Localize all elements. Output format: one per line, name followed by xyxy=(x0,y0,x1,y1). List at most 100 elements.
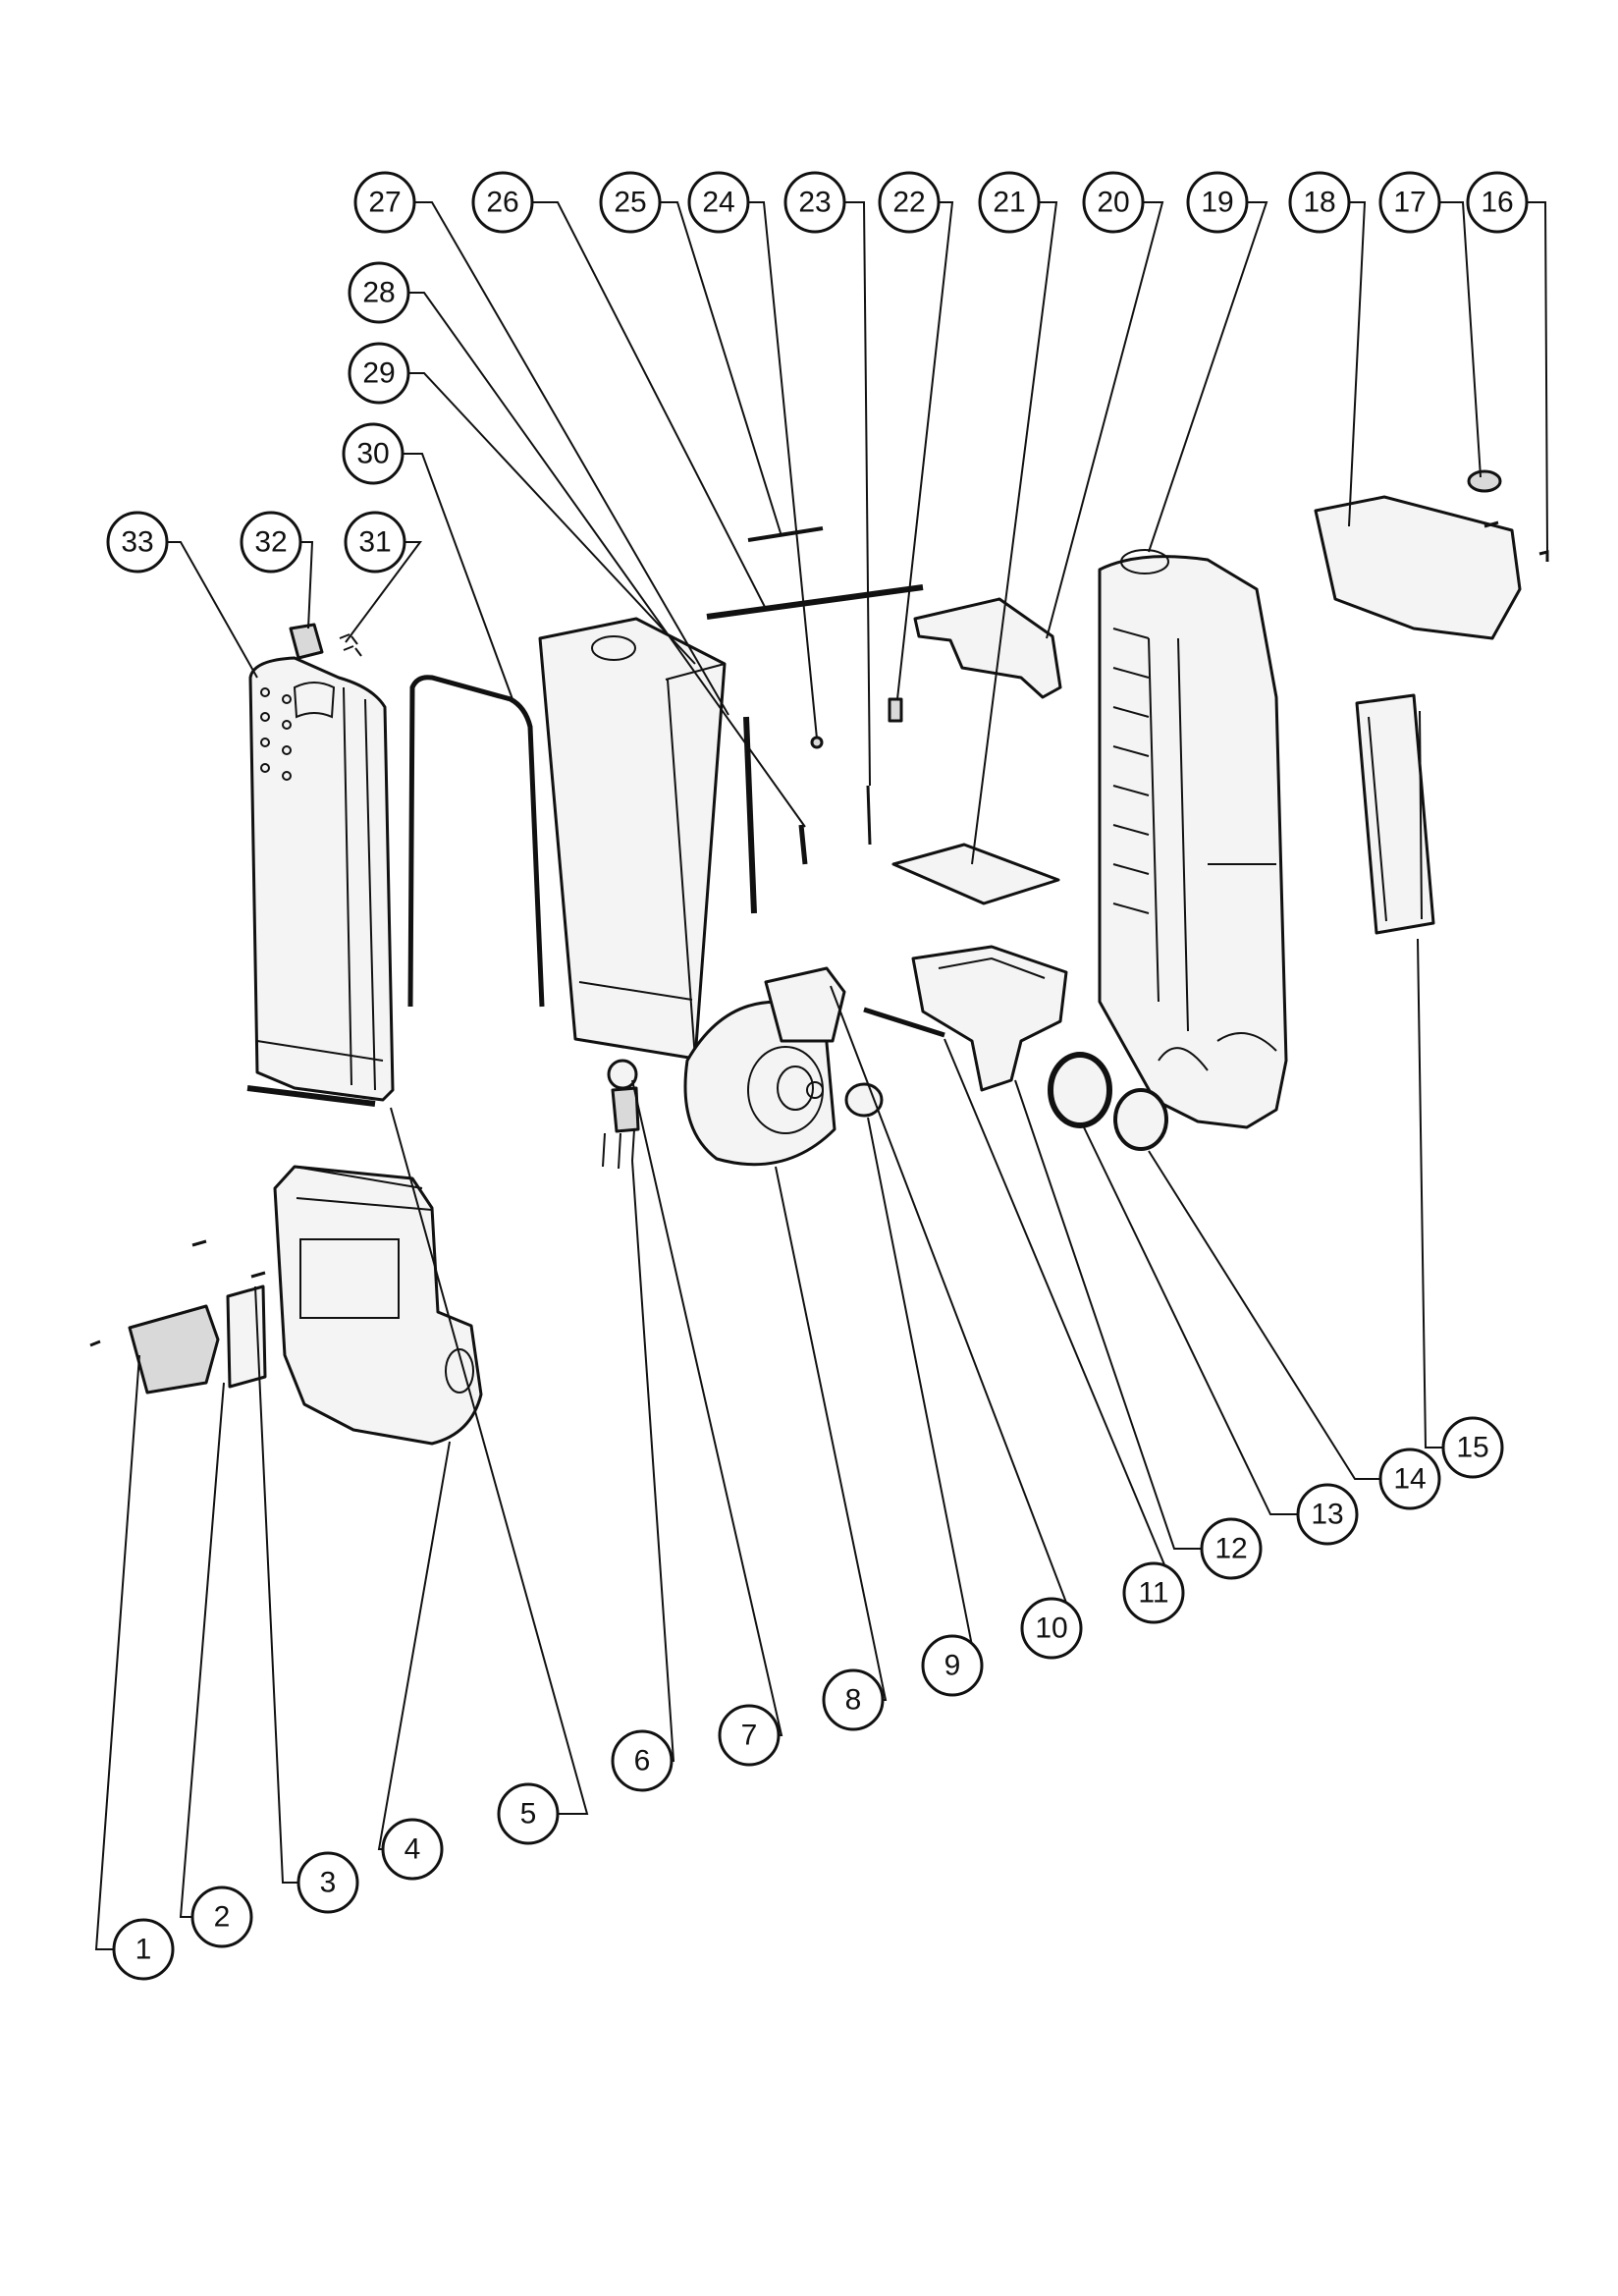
callout-label-8: 8 xyxy=(845,1684,862,1717)
callout-label-5: 5 xyxy=(520,1798,537,1831)
switch-body xyxy=(611,1086,640,1133)
callout-13: 13 xyxy=(1296,1483,1359,1546)
screw-1 xyxy=(89,1339,101,1347)
callout-label-21: 21 xyxy=(993,187,1025,219)
callout-label-28: 28 xyxy=(362,277,395,309)
callout-21: 21 xyxy=(978,171,1041,234)
top-handle xyxy=(1314,495,1522,640)
callout-7: 7 xyxy=(718,1704,781,1767)
callout-19: 19 xyxy=(1186,171,1249,234)
callout-label-3: 3 xyxy=(320,1867,337,1899)
filter-bag xyxy=(538,617,727,1061)
callout-6: 6 xyxy=(611,1729,674,1792)
callout-22: 22 xyxy=(878,171,941,234)
callout-2: 2 xyxy=(190,1886,253,1948)
callout-balloons: 1 2 3 4 5 6 7 8 9 10 11 12 13 14 15 16 1… xyxy=(106,171,1529,1981)
leader-25 xyxy=(660,201,782,537)
callout-11: 11 xyxy=(1122,1561,1185,1624)
callout-8: 8 xyxy=(822,1668,885,1731)
callout-label-23: 23 xyxy=(798,187,831,219)
callout-18: 18 xyxy=(1288,171,1351,234)
support-rod xyxy=(743,716,757,914)
motor-assembly xyxy=(683,966,846,1167)
leader-23 xyxy=(844,201,871,787)
leader-2 xyxy=(179,1382,225,1918)
callout-27: 27 xyxy=(353,171,416,234)
callout-label-12: 12 xyxy=(1214,1533,1247,1565)
leader-26 xyxy=(532,201,767,610)
leader-30 xyxy=(403,453,513,700)
callout-3: 3 xyxy=(297,1851,359,1914)
callout-30: 30 xyxy=(342,422,404,485)
leader-24 xyxy=(748,201,818,739)
leader-6 xyxy=(613,1160,675,1762)
front-cover-panel xyxy=(248,656,395,1102)
callout-26: 26 xyxy=(471,171,534,234)
nozzle xyxy=(128,1304,220,1394)
callout-label-17: 17 xyxy=(1393,187,1426,219)
callout-14: 14 xyxy=(1378,1448,1441,1510)
screw-16 xyxy=(1538,550,1549,562)
callout-label-20: 20 xyxy=(1097,187,1129,219)
callout-label-27: 27 xyxy=(368,187,401,219)
seal-ring-14 xyxy=(1113,1088,1168,1151)
leader-4 xyxy=(377,1441,451,1850)
upper-rod xyxy=(747,526,824,542)
small-nut xyxy=(810,736,824,749)
main-body-housing xyxy=(1098,549,1288,1129)
side-filter xyxy=(1355,693,1435,935)
callout-label-31: 31 xyxy=(358,526,391,559)
callout-33: 33 xyxy=(106,511,169,574)
callout-label-10: 10 xyxy=(1035,1613,1067,1645)
leader-9 xyxy=(867,1117,978,1667)
small-screws xyxy=(339,633,362,657)
callout-15: 15 xyxy=(1441,1416,1504,1479)
leader-32 xyxy=(300,541,314,629)
callout-29: 29 xyxy=(348,342,410,405)
leader-18 xyxy=(1348,201,1367,527)
leader-5 xyxy=(390,1107,589,1815)
callout-label-7: 7 xyxy=(741,1720,758,1752)
callout-31: 31 xyxy=(344,511,406,574)
seal-ring-13 xyxy=(1048,1052,1112,1128)
leader-17 xyxy=(1439,201,1482,478)
callout-label-32: 32 xyxy=(254,526,287,559)
leader-8 xyxy=(775,1166,888,1701)
top-bracket xyxy=(913,597,1062,699)
leader-10 xyxy=(830,985,1078,1629)
callout-10: 10 xyxy=(1020,1597,1083,1660)
bag-clip xyxy=(798,824,808,865)
callout-32: 32 xyxy=(240,511,302,574)
callout-5: 5 xyxy=(497,1782,560,1845)
leader-1 xyxy=(94,1354,140,1950)
leader-31 xyxy=(345,541,422,643)
callout-17: 17 xyxy=(1378,171,1441,234)
callout-label-15: 15 xyxy=(1456,1432,1488,1464)
leader-12 xyxy=(1014,1079,1202,1550)
callout-label-29: 29 xyxy=(362,357,395,390)
callout-label-1: 1 xyxy=(135,1934,152,1966)
filter-pad xyxy=(891,843,1060,905)
leader-33 xyxy=(167,541,258,679)
leader-22 xyxy=(896,201,954,700)
leader-3 xyxy=(254,1285,298,1884)
leader-16 xyxy=(1527,201,1548,553)
leader-20 xyxy=(1046,201,1164,639)
knob xyxy=(1467,469,1502,493)
small-pin xyxy=(866,785,872,846)
leader-21 xyxy=(971,201,1058,865)
callout-label-33: 33 xyxy=(121,526,153,559)
callout-9: 9 xyxy=(921,1634,984,1697)
cover-gasket xyxy=(407,675,545,1008)
callout-16: 16 xyxy=(1466,171,1529,234)
callout-label-2: 2 xyxy=(214,1901,231,1934)
callout-label-18: 18 xyxy=(1303,187,1335,219)
motor-clamp xyxy=(844,1082,884,1118)
leader-7 xyxy=(631,1079,783,1736)
callout-label-25: 25 xyxy=(614,187,646,219)
callout-label-24: 24 xyxy=(702,187,734,219)
leader-15 xyxy=(1417,938,1443,1449)
callout-28: 28 xyxy=(348,261,410,324)
callout-label-16: 16 xyxy=(1481,187,1513,219)
